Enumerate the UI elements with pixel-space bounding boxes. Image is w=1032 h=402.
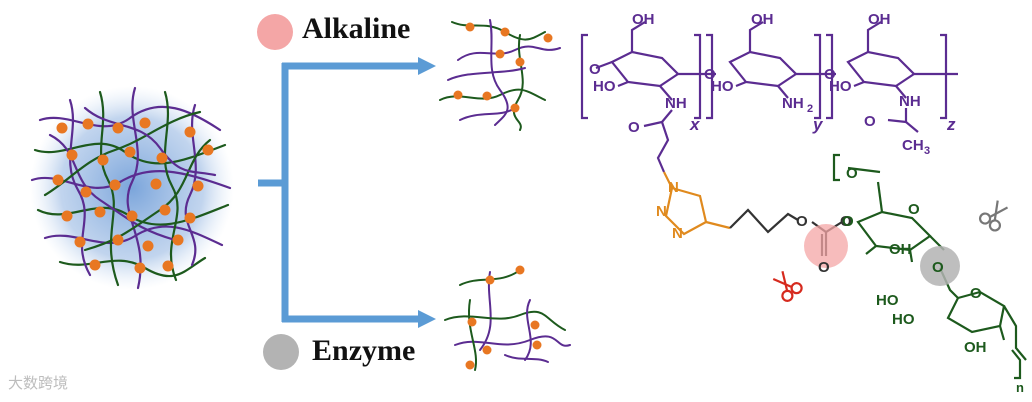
enzyme-label: Enzyme	[312, 334, 416, 367]
label-o-2: O	[704, 66, 716, 83]
arrow-head-top	[418, 57, 436, 75]
label-o-glyco: O	[932, 259, 944, 276]
label-n-2: N	[656, 203, 667, 220]
label-z: z	[946, 115, 956, 134]
label-o-3: O	[824, 66, 836, 83]
label-y: y	[812, 115, 824, 134]
label-o-carbonyl-1: O	[628, 119, 640, 136]
label-ho-3: HO	[829, 78, 852, 95]
label-ho-dex-1: OH	[889, 241, 912, 258]
label-o-dex-1: O	[846, 165, 858, 182]
glycosidic-cleavage-site	[920, 246, 960, 286]
enzyme-indicator-dot	[263, 334, 299, 370]
alkaline-indicator-dot	[257, 14, 293, 50]
hydrogel-network	[30, 86, 234, 290]
label-o-dex-2: O	[842, 213, 854, 230]
branch-arrow	[258, 62, 420, 323]
watermark: 大数跨境	[8, 374, 69, 392]
scissors-icon-grey	[978, 200, 1009, 232]
label-n-3: N	[672, 225, 683, 242]
label-o-ester-2: O	[840, 213, 852, 230]
backbone-labels: OH OH OH O O O HO HO HO NH NH 2 NH O O C…	[589, 11, 956, 157]
label-n-1: N	[668, 179, 679, 196]
fragments-alkaline	[439, 19, 561, 131]
dextran-labels: O O O OH O O HO HO OH n	[842, 165, 1024, 395]
label-o-1: O	[589, 61, 601, 78]
label-o-ring-2: O	[970, 285, 982, 302]
triazole-ring	[663, 171, 731, 236]
label-o-carbonyl-carbonate: O	[818, 259, 830, 276]
carbonate-cleavage-site	[804, 224, 848, 268]
label-nh2: NH	[782, 95, 804, 112]
label-ho-1: HO	[593, 78, 616, 95]
alkaline-label: Alkaline	[302, 12, 411, 45]
label-oh-3: OH	[868, 11, 891, 28]
label-n-sub: n	[1016, 380, 1024, 395]
label-ho-dex-2: HO	[876, 292, 899, 309]
fragments-enzyme	[444, 265, 571, 371]
carbonate-labels: O O O	[796, 213, 852, 276]
label-ch3: CH	[902, 137, 924, 154]
triazole-labels: N N N	[656, 179, 683, 242]
label-ch3-sub: 3	[924, 145, 930, 157]
label-o-carbonyl-3: O	[864, 113, 876, 130]
label-x: x	[689, 115, 701, 134]
label-ho-dex-3: HO	[892, 311, 915, 328]
label-nh-3: NH	[899, 93, 921, 110]
chitosan-backbone	[580, 21, 958, 173]
label-nh-1: NH	[665, 95, 687, 112]
label-ho-2: HO	[711, 78, 734, 95]
label-oh-dex-4: OH	[964, 339, 987, 356]
label-oh-1: OH	[632, 11, 655, 28]
label-o-ester-1: O	[796, 213, 808, 230]
scissors-icon-red	[772, 271, 803, 302]
label-nh2-sub: 2	[807, 103, 813, 115]
label-oh-2: OH	[751, 11, 774, 28]
arrow-head-bottom	[418, 310, 436, 328]
label-o-ring-1: O	[908, 201, 920, 218]
